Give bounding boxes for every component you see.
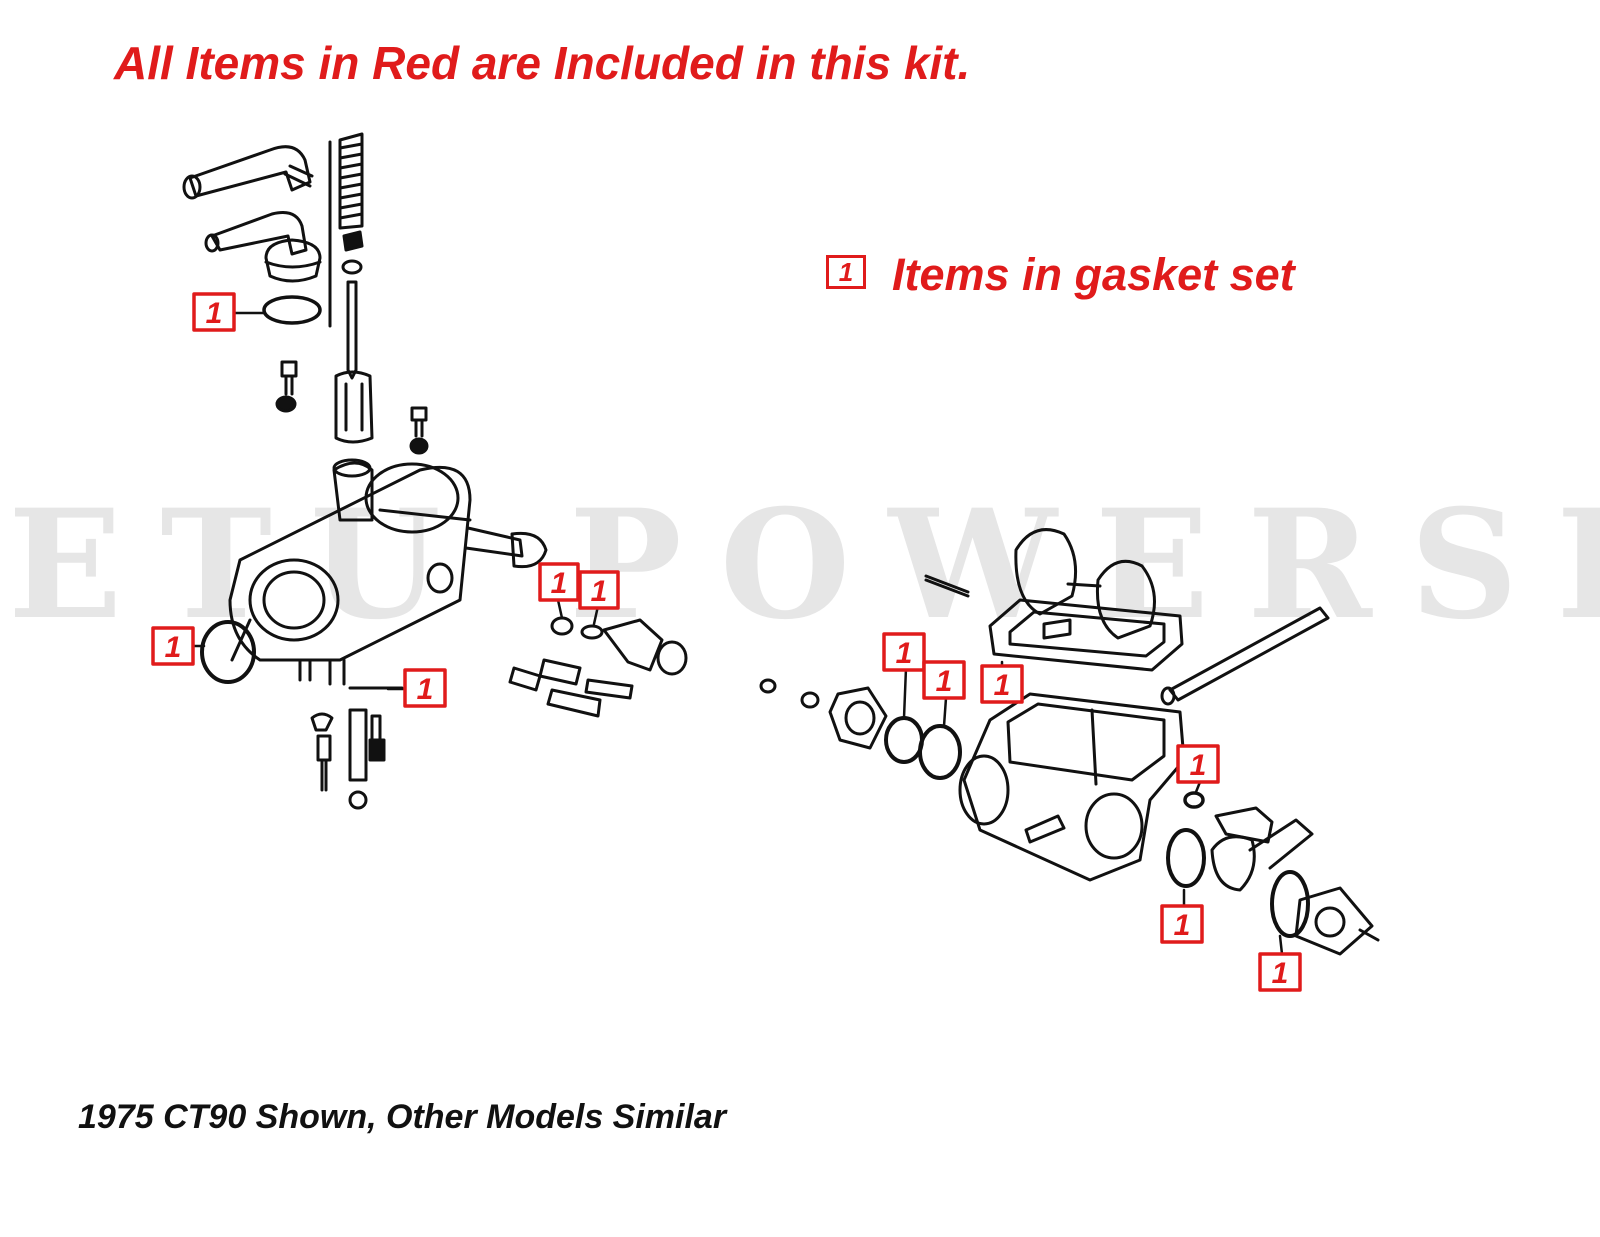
air-screw-parts: [508, 616, 688, 718]
gasket-tag-bowl-o-ring-left: 1: [403, 668, 447, 708]
svg-text:1: 1: [994, 669, 1011, 702]
svg-text:1: 1: [165, 631, 182, 664]
jet-washer: [1183, 791, 1205, 809]
main-jet-parts-right: [1210, 806, 1380, 956]
gasket-tag-air-screw-a: 1: [538, 562, 580, 602]
svg-text:1: 1: [1272, 957, 1289, 990]
gasket-tag-cap: 1: [192, 292, 236, 332]
svg-text:1: 1: [417, 673, 434, 706]
svg-text:1: 1: [936, 665, 953, 698]
right-float-assembly: [759, 528, 1380, 956]
legend-marker: 1: [826, 255, 866, 289]
jet-needle: [346, 280, 358, 380]
kit-headline: All Items in Red are Included in this ki…: [114, 37, 971, 89]
top-cap: [264, 238, 322, 283]
svg-text:1: 1: [1174, 909, 1191, 942]
gasket-tag-jet-washer: 1: [1176, 744, 1220, 784]
gasket-tag-air-screw-b: 1: [578, 570, 620, 610]
throttle-spring: [328, 132, 364, 328]
svg-text:1: 1: [551, 567, 568, 600]
cap-gasket: [262, 295, 322, 325]
gasket-tag-flange-left: 1: [151, 626, 195, 666]
float-pin: [924, 574, 970, 598]
floats: [1014, 528, 1156, 640]
fuel-line: [1160, 606, 1330, 706]
gasket-tag-bowl-gasket: 1: [980, 664, 1024, 704]
flange-o-ring-left: [200, 620, 256, 684]
gasket-tag-drain-o-ring: 1: [882, 632, 926, 672]
carburetor-body-left: [228, 458, 548, 686]
float-bowl-body: [958, 692, 1186, 882]
cable-elbow-upper: [182, 145, 314, 200]
float-bowl-parts-left: [310, 708, 386, 810]
gasket-tag-diaphragm: 1: [1160, 904, 1204, 944]
needle-clip: [341, 230, 364, 275]
gasket-tag-flange-right: 1: [1258, 952, 1302, 992]
svg-text:1: 1: [591, 575, 608, 608]
throttle-slide: [334, 370, 374, 444]
gasket-tag-filter-screen: 1: [922, 660, 966, 700]
filter-screen: [918, 724, 962, 780]
flange-o-ring-right: [1270, 870, 1310, 938]
model-caption: 1975 CT90 Shown, Other Models Similar: [78, 1098, 727, 1136]
diaphragm-gasket: [1166, 828, 1206, 888]
screw-right: [409, 406, 429, 455]
svg-text:1: 1: [1190, 749, 1207, 782]
svg-text:1: 1: [896, 637, 913, 670]
float-bowl-gasket-plate: [988, 598, 1184, 672]
screw-left: [275, 360, 298, 413]
cable-elbow-lower: [204, 211, 308, 256]
legend-text: Items in gasket set: [892, 249, 1295, 300]
gasket-tags: 1 1 1 1 1 1 1 1: [151, 292, 1302, 992]
drain-parts: [759, 678, 888, 750]
svg-text:1: 1: [206, 297, 223, 330]
bowl-o-ring: [884, 716, 924, 764]
